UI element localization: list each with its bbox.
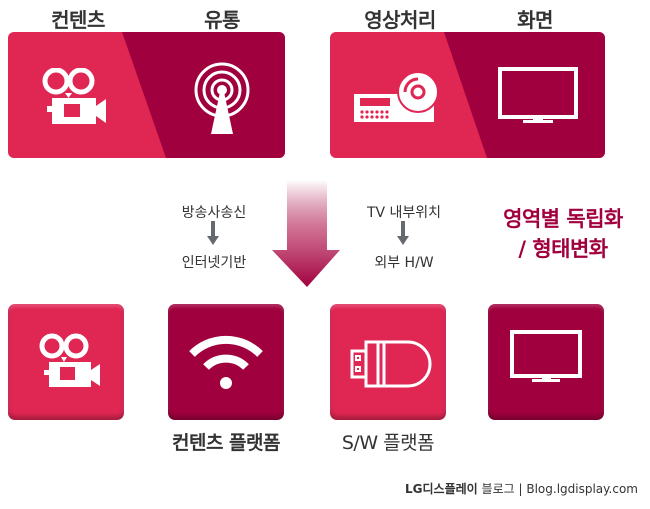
tile-contents bbox=[8, 304, 124, 420]
usb-dongle-icon bbox=[350, 340, 432, 388]
transition-right-from: TV 내부위치 bbox=[366, 205, 442, 221]
tv-monitor-icon bbox=[498, 67, 578, 123]
tile-sw-platform bbox=[330, 304, 446, 420]
label-contents: 컨텐츠 bbox=[51, 8, 105, 32]
label-screen: 화면 bbox=[517, 8, 553, 32]
label-contents-platform: 컨텐츠 플랫폼 bbox=[172, 432, 281, 454]
down-arrow-small-icon bbox=[207, 221, 219, 245]
summary-line-1: 영역별 독립화 bbox=[503, 207, 623, 231]
footer-brand: LG디스플레이 bbox=[405, 482, 478, 496]
big-down-arrow-icon bbox=[272, 180, 340, 287]
label-distribution: 유통 bbox=[204, 8, 240, 32]
footer-credit: LG디스플레이 블로그 | Blog.lgdisplay.com bbox=[405, 480, 638, 497]
disc-player-icon bbox=[354, 72, 439, 122]
contents-distribution-box bbox=[8, 32, 285, 158]
broadcast-tower-icon bbox=[194, 62, 250, 134]
transition-right-to: 외부 H/W bbox=[374, 255, 434, 271]
wifi-icon bbox=[189, 335, 263, 389]
transition-left-to: 인터넷기반 bbox=[181, 255, 247, 271]
footer-separator: | bbox=[518, 482, 523, 496]
footer-url[interactable]: Blog.lgdisplay.com bbox=[526, 482, 638, 496]
summary-text: 영역별 독립화 / 형태변화 bbox=[478, 204, 648, 264]
film-camera-icon bbox=[39, 333, 100, 387]
transition-left-from: 방송사송신 bbox=[181, 205, 247, 221]
footer-blog: 블로그 bbox=[481, 482, 515, 496]
label-sw-platform: S/W 플랫폼 bbox=[341, 432, 435, 454]
tile-screen bbox=[488, 304, 604, 420]
down-arrow-small-icon bbox=[397, 221, 409, 245]
processing-screen-box bbox=[330, 32, 605, 158]
film-camera-icon bbox=[42, 68, 106, 124]
label-image-processing: 영상처리 bbox=[364, 8, 436, 32]
tile-contents-platform bbox=[168, 304, 284, 420]
summary-line-2: / 형태변화 bbox=[518, 237, 608, 261]
tv-monitor-icon bbox=[510, 330, 582, 382]
